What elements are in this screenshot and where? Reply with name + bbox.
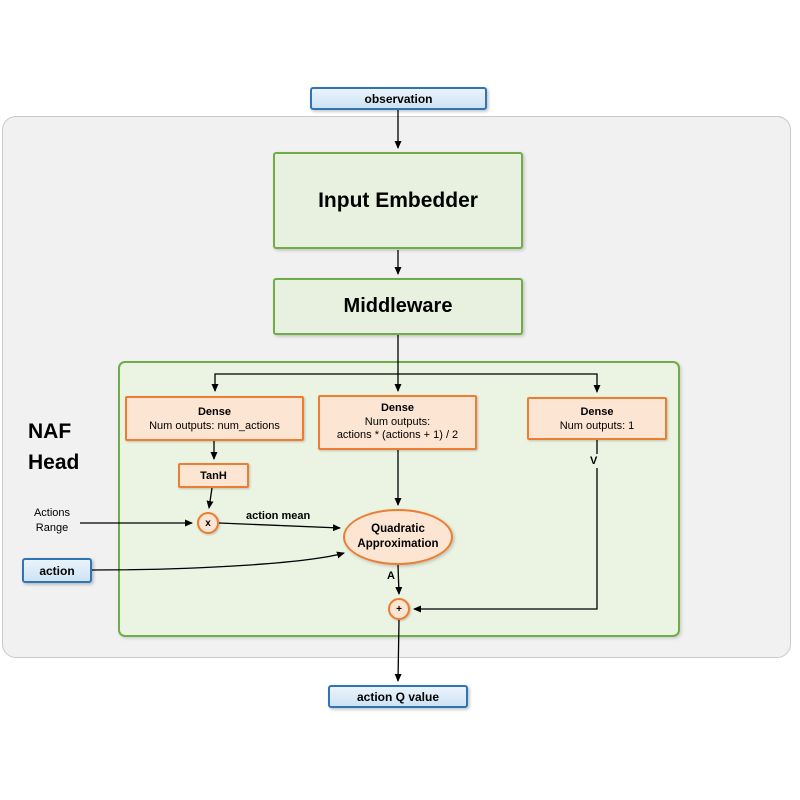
middleware-label: Middleware <box>343 295 453 317</box>
edge-actionmean <box>218 522 341 532</box>
observation-label: observation <box>364 91 433 106</box>
dense-actions-title: Dense <box>197 405 232 418</box>
dense-value-node: Dense Num outputs: 1 <box>527 397 667 440</box>
actions-range-line2: Range <box>35 522 69 534</box>
dense-value-subtitle: Num outputs: 1 <box>559 419 635 432</box>
sum-node: + <box>388 598 410 620</box>
action-mean-label: action mean <box>246 510 311 522</box>
action-input-node: action <box>22 558 92 583</box>
naf-head-title-line1: NAF <box>28 420 72 443</box>
input-embedder-node: Input Embedder <box>273 152 523 249</box>
sum-label: + <box>396 603 402 615</box>
dense-actions-subtitle: Num outputs: num_actions <box>149 419 280 432</box>
quadratic-line2: Approximation <box>357 538 439 550</box>
multiply-label: x <box>205 517 211 529</box>
quadratic-line1: Quadratic <box>371 523 425 535</box>
observation-node: observation <box>310 87 487 110</box>
middleware-node: Middleware <box>273 278 523 335</box>
edge-branch-left <box>211 373 398 392</box>
edge-value-sum <box>413 440 598 613</box>
naf-head-title: NAF Head <box>28 416 79 478</box>
dense-actions-node: Dense Num outputs: num_actions <box>125 396 304 441</box>
action-q-value-label: action Q value <box>356 689 440 704</box>
tanh-node: TanH <box>178 463 249 488</box>
actions-range-line1: Actions <box>33 507 71 519</box>
dense-quadratic-subtitle1: Num outputs: <box>364 415 431 428</box>
edge-sum-output <box>394 619 402 682</box>
naf-head-title-line2: Head <box>28 451 80 474</box>
action-input-label: action <box>39 563 75 578</box>
quadratic-approximation-node: Quadratic Approximation <box>343 509 453 565</box>
value-label: V <box>588 454 600 468</box>
actions-range-label: Actions Range <box>24 506 80 536</box>
edge-branch-right <box>398 373 601 393</box>
edge-quadratic-sum <box>395 564 403 595</box>
dense-quadratic-subtitle2: actions * (actions + 1) / 2 <box>336 429 459 442</box>
tanh-label: TanH <box>200 469 227 482</box>
action-q-value-node: action Q value <box>328 685 468 708</box>
edge-action-quadratic <box>91 551 345 571</box>
dense-value-title: Dense <box>580 405 614 418</box>
input-embedder-label: Input Embedder <box>318 188 478 212</box>
multiply-node: x <box>197 512 219 534</box>
edge-tanh-multiply <box>206 487 214 509</box>
dense-quadratic-title: Dense <box>380 402 415 415</box>
dense-quadratic-node: Dense Num outputs: actions * (actions + … <box>318 395 477 450</box>
advantage-label: A <box>387 570 395 582</box>
